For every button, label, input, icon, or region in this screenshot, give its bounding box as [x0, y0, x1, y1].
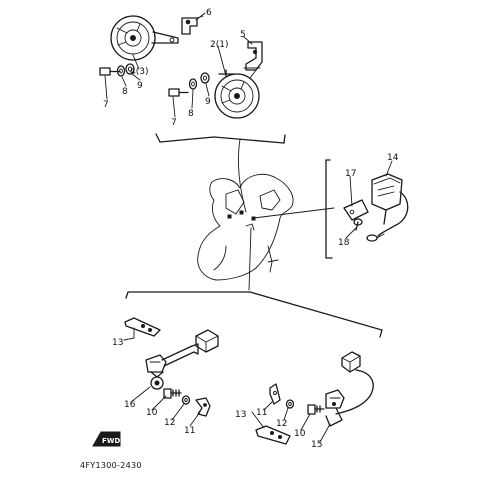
label-16: 16: [124, 400, 136, 410]
fwd-arrow-badge: FWD: [92, 431, 121, 447]
group-line-top: [159, 136, 285, 144]
label-10a: 10: [146, 408, 158, 418]
label-13b: 13: [235, 410, 246, 420]
label-9b: 9: [205, 97, 211, 107]
switch-15-assembly: [325, 351, 374, 427]
label-9a: 9: [137, 81, 143, 91]
nut-9b: [200, 72, 210, 84]
label-18: 18: [338, 238, 350, 248]
leader-frame-to-right: [253, 207, 335, 219]
bolt-7b: [168, 88, 189, 97]
bracket-6: [181, 15, 204, 35]
label-10b: 10: [294, 429, 306, 439]
horn-lower: [214, 69, 260, 119]
washer-12a: [181, 395, 191, 405]
washer-8a: [116, 65, 126, 77]
relay-connector: [366, 233, 385, 242]
bracket-11a: [195, 397, 211, 417]
bolt-7a: [99, 67, 121, 76]
label-7b: 7: [171, 118, 177, 128]
label-8b: 8: [188, 109, 194, 119]
label-4-3: 4(3): [130, 67, 148, 77]
plate-17: [343, 199, 369, 221]
leader-frame-to-bottom: [248, 227, 252, 291]
label-15: 15: [311, 440, 322, 450]
group-line-right: [325, 159, 333, 259]
screw-18: [353, 218, 363, 231]
clamp-13b: [255, 425, 291, 445]
group-line-top-tick-left: [155, 133, 161, 143]
label-6: 6: [206, 8, 212, 18]
label-13a: 13: [112, 338, 123, 348]
relay-14: [371, 173, 409, 237]
leader-top-to-frame: [237, 138, 247, 213]
diagram-code: 4FY1300-2430: [80, 461, 142, 470]
switch-16-assembly: [145, 329, 219, 390]
bolt-10b: [307, 404, 325, 415]
bolt-10a: [163, 388, 182, 399]
label-5: 5: [240, 30, 246, 40]
label-12a: 12: [164, 418, 175, 428]
fwd-badge-text: FWD: [102, 437, 121, 445]
bracket-11b: [269, 383, 281, 405]
part-labels: 6 5 2(1) 4(3) 7 8 9 7 8 9 14 17 18 13 16…: [103, 8, 399, 450]
washer-12b: [285, 399, 295, 409]
group-line-top-tick-right: [283, 134, 286, 144]
label-14: 14: [387, 153, 399, 163]
label-2-1: 2(1): [210, 40, 228, 50]
leader-lines: [104, 12, 393, 443]
nut-9a: [125, 63, 135, 75]
bracket-5: [243, 41, 263, 71]
horn-upper: [110, 15, 179, 61]
washer-8b: [188, 78, 198, 90]
group-line-bottom: [125, 291, 383, 338]
frame-outline: [197, 174, 294, 281]
label-12b: 12: [276, 419, 287, 429]
label-11a: 11: [184, 426, 195, 436]
label-11b: 11: [256, 408, 267, 418]
label-7a: 7: [103, 100, 109, 110]
label-17: 17: [345, 169, 356, 179]
clamp-13a: [124, 317, 161, 337]
label-8a: 8: [122, 87, 128, 97]
